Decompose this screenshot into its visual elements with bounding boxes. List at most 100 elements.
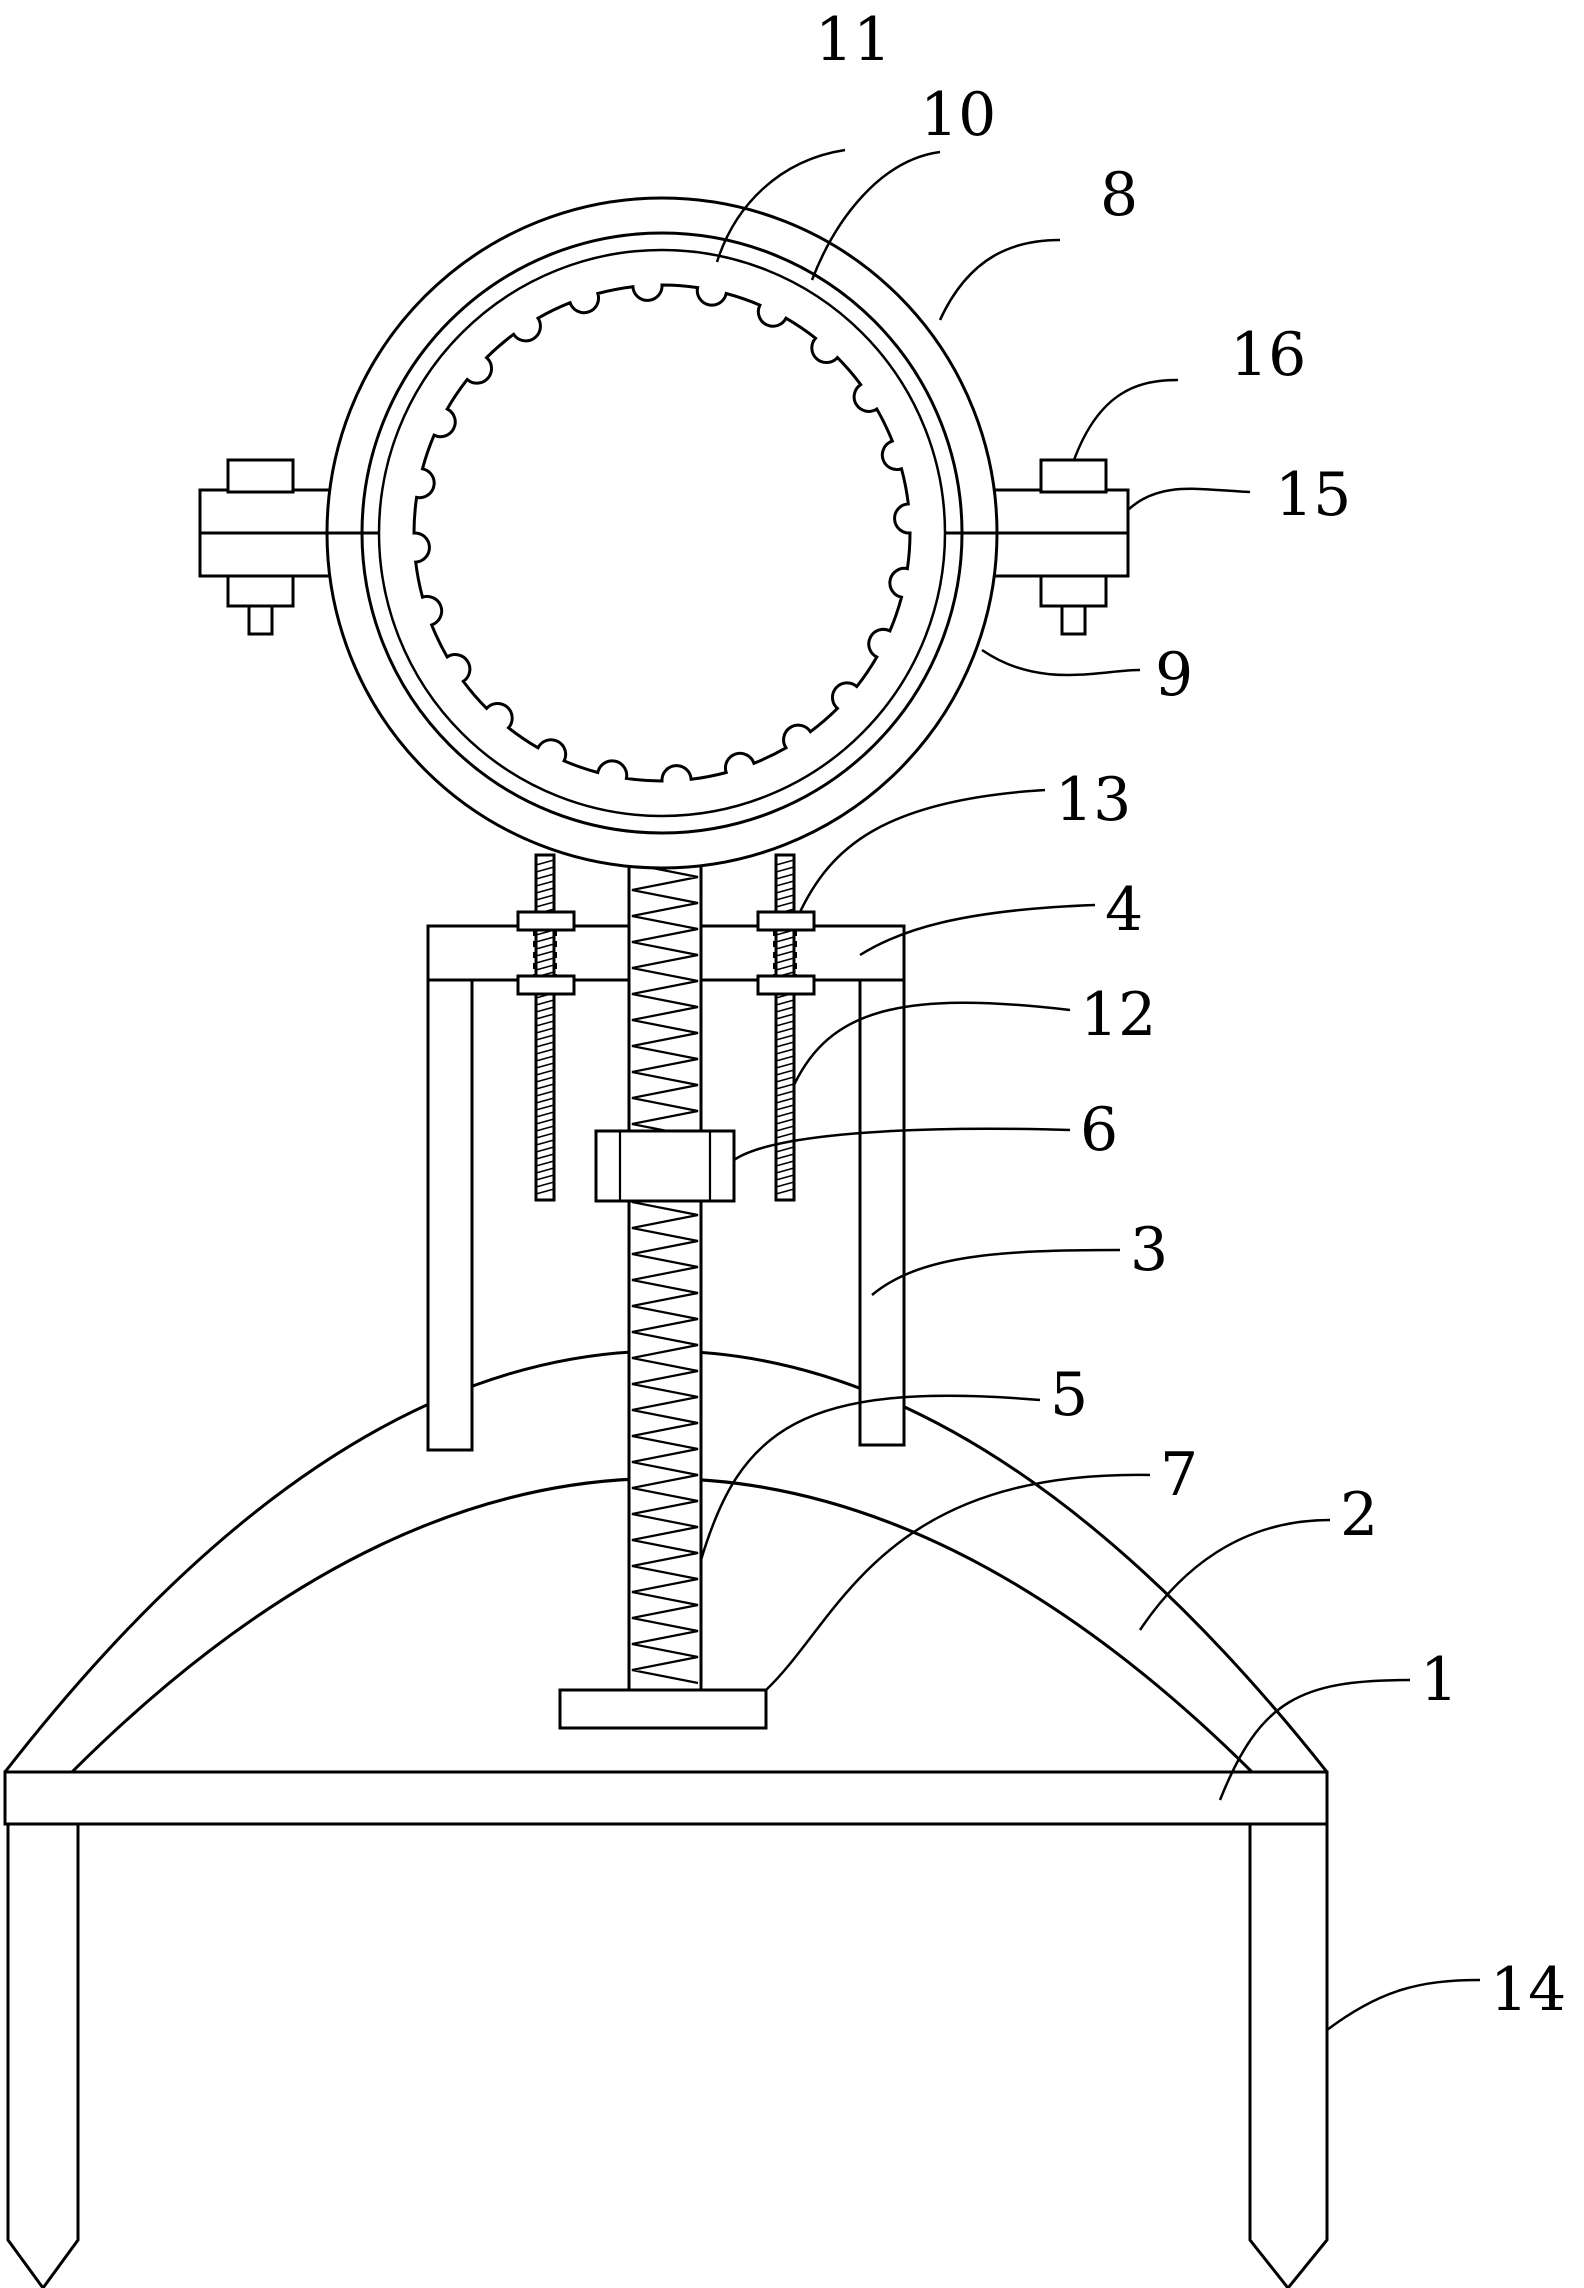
rod-thread-line xyxy=(775,880,795,887)
rod-thread-line xyxy=(535,1188,555,1195)
rod-thread-line xyxy=(775,964,795,971)
label-12: 12 xyxy=(1080,980,1156,1050)
foot-plate xyxy=(558,1688,768,1730)
rod-thread-line xyxy=(775,1013,795,1020)
rod-thread-line xyxy=(535,1125,555,1132)
rod-thread-line xyxy=(775,887,795,894)
rod-thread-line xyxy=(775,1048,795,1055)
rod-thread-line xyxy=(775,873,795,880)
rod-thread-line xyxy=(775,1034,795,1041)
rod-thread-line xyxy=(535,964,555,971)
rod-thread-line xyxy=(535,894,555,901)
rod-thread-line xyxy=(775,866,795,873)
rod-thread-line xyxy=(775,1181,795,1188)
leader-2 xyxy=(1138,1518,1331,1631)
label-16: 16 xyxy=(1230,320,1306,390)
leader-10 xyxy=(810,150,941,281)
rod-thread-line xyxy=(535,1090,555,1097)
rod-thread-line xyxy=(775,1069,795,1076)
rod-thread-line xyxy=(775,901,795,908)
leader-lines xyxy=(699,148,1481,2031)
left-upper-nut xyxy=(516,910,576,932)
rod-thread-line xyxy=(775,950,795,957)
rod-thread-line xyxy=(775,1167,795,1174)
rod-thread-line xyxy=(535,901,555,908)
right-leg xyxy=(1248,1822,1329,2288)
leader-4 xyxy=(859,903,1096,957)
rod-thread-line xyxy=(535,1083,555,1090)
rod-thread-line xyxy=(535,1132,555,1139)
left-post xyxy=(426,978,474,1452)
rod-thread-line xyxy=(535,1055,555,1062)
rod-thread-line xyxy=(535,1062,555,1069)
screw-shaft xyxy=(558,858,768,1730)
leader-3 xyxy=(871,1248,1121,1296)
rod-thread-line xyxy=(775,1146,795,1153)
rod-thread-line xyxy=(775,1097,795,1104)
label-2: 2 xyxy=(1340,1480,1378,1550)
rod-thread-line xyxy=(535,887,555,894)
rod-thread-line xyxy=(775,999,795,1006)
rod-thread-line xyxy=(535,1167,555,1174)
leader-9 xyxy=(981,648,1141,677)
clamp-inner-ring xyxy=(360,231,964,835)
rod-thread-line xyxy=(535,943,555,950)
rod-thread-line xyxy=(535,1097,555,1104)
rod-thread-line xyxy=(535,1146,555,1153)
rod-thread-line xyxy=(775,1174,795,1181)
label-5: 5 xyxy=(1050,1360,1088,1430)
rod-thread-line xyxy=(535,1104,555,1111)
rod-thread-line xyxy=(775,1055,795,1062)
rod-thread-line xyxy=(535,1160,555,1167)
left-lower-nut xyxy=(516,974,576,996)
right-upper-nut xyxy=(756,910,816,932)
rod-thread-line xyxy=(775,1006,795,1013)
leader-14 xyxy=(1326,1978,1481,2031)
label-3: 3 xyxy=(1130,1215,1168,1285)
rod-thread-line xyxy=(775,1125,795,1132)
leader-16 xyxy=(1072,378,1179,461)
rod-thread-line xyxy=(535,873,555,880)
rod-thread-line xyxy=(775,859,795,866)
rod-thread-line xyxy=(535,1034,555,1041)
label-9: 9 xyxy=(1155,640,1193,710)
rod-thread-line xyxy=(775,1153,795,1160)
rod-thread-line xyxy=(775,936,795,943)
rod-thread-line xyxy=(775,1020,795,1027)
rod-thread-line xyxy=(775,894,795,901)
rod-thread-line xyxy=(775,1188,795,1195)
rod-thread-line xyxy=(535,1076,555,1083)
rod-thread-line xyxy=(535,1041,555,1048)
liner-bumps xyxy=(412,283,912,783)
left-bolt-tip xyxy=(247,604,274,636)
rod-thread-line xyxy=(535,957,555,964)
rod-thread-line xyxy=(775,1027,795,1034)
rod-thread-line xyxy=(775,1118,795,1125)
nut-block xyxy=(594,1129,736,1203)
screw-thread xyxy=(631,862,699,1685)
left-leg xyxy=(6,1822,80,2288)
label-8: 8 xyxy=(1100,160,1138,230)
callout-labels: 11 10 8 16 15 9 13 4 12 6 3 5 7 2 1 14 xyxy=(815,5,1566,2025)
left-bolt-head xyxy=(226,458,295,494)
leader-8 xyxy=(938,238,1061,321)
rod-thread-line xyxy=(775,1104,795,1111)
rod-thread-line xyxy=(535,1013,555,1020)
right-bolt-nut xyxy=(1039,574,1108,608)
leader-11 xyxy=(715,148,846,263)
label-13: 13 xyxy=(1055,765,1131,835)
rod-thread-line xyxy=(775,1062,795,1069)
rod-thread-line xyxy=(535,1048,555,1055)
leader-5 xyxy=(699,1394,1041,1561)
label-4: 4 xyxy=(1105,875,1143,945)
rod-thread-line xyxy=(775,1132,795,1139)
rod-thread-line xyxy=(535,999,555,1006)
rod-thread-line xyxy=(535,950,555,957)
right-lower-nut xyxy=(756,974,816,996)
label-15: 15 xyxy=(1275,460,1351,530)
threaded-rods xyxy=(516,853,816,1202)
rod-thread-line xyxy=(775,1076,795,1083)
rod-thread-line xyxy=(535,1069,555,1076)
leader-15 xyxy=(1127,487,1251,511)
